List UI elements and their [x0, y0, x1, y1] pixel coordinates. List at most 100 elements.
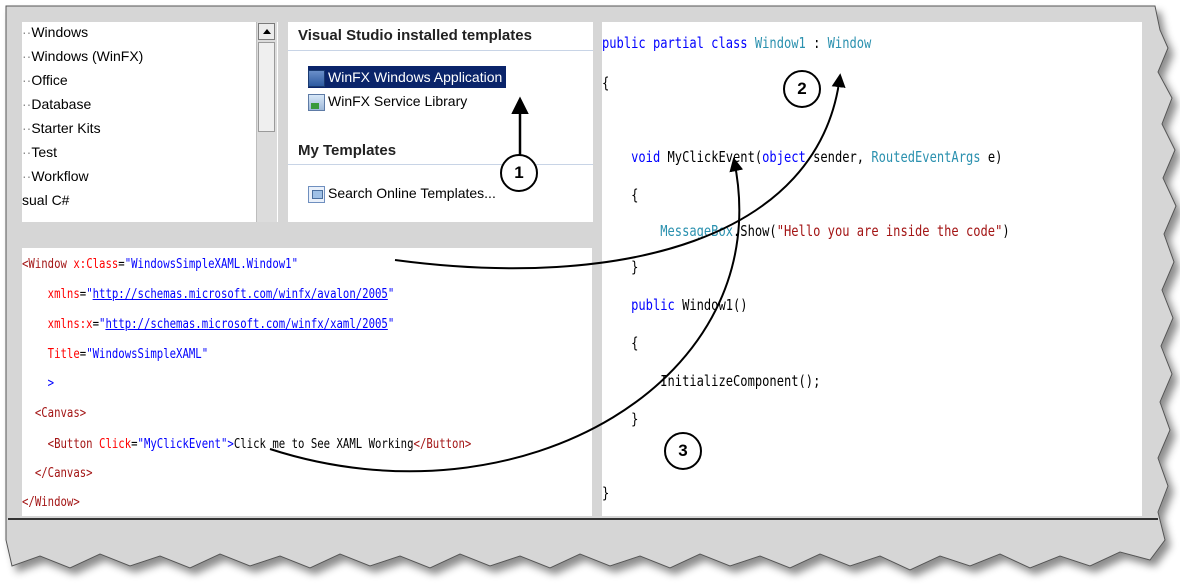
tree-connector: ··	[22, 48, 32, 64]
template-label: WinFX Service Library	[328, 93, 468, 109]
tree-item-label: Starter Kits	[31, 120, 101, 136]
code-token: =	[131, 437, 138, 452]
xaml-code-panel: <Window x:Class="WindowsSimpleXAML.Windo…	[22, 248, 592, 516]
tree-item-workflow[interactable]: ··Workflow	[22, 168, 89, 184]
scroll-up-arrow-icon[interactable]	[258, 23, 275, 40]
code-token: <Window	[22, 257, 74, 272]
code-token: </Window>	[22, 495, 80, 510]
xaml-line: </Window>	[22, 495, 80, 510]
code-token: object	[762, 148, 806, 166]
code-token: =	[92, 317, 100, 332]
code-token: {	[602, 74, 610, 92]
code-token: </Canvas>	[34, 466, 93, 481]
template-item-winfx-windows-application[interactable]: WinFX Windows Application	[308, 66, 507, 88]
code-token: void	[631, 148, 668, 166]
code-token: http://schemas.microsoft.com/winfx/xaml/…	[105, 317, 388, 332]
code-token: =	[79, 347, 87, 362]
my-templates-header: My Templates	[298, 142, 397, 159]
code-token: MessageBox	[660, 222, 734, 240]
code-token: <Button	[47, 437, 100, 452]
csharp-line: {	[602, 334, 638, 352]
search-online-label: Search Online Templates...	[328, 185, 496, 201]
code-token: x:Class	[73, 257, 119, 272]
xaml-line: <Button Click="MyClickEvent">Click me to…	[22, 437, 472, 452]
tree-item-starter-kits[interactable]: ··Starter Kits	[22, 120, 101, 136]
xaml-line: <Window x:Class="WindowsSimpleXAML.Windo…	[22, 257, 298, 272]
tree-item-label: sual C#	[22, 192, 70, 208]
csharp-line: public Window1()	[602, 296, 748, 314]
code-token: <Canvas>	[34, 406, 87, 421]
callout-3: 3	[664, 432, 702, 470]
header-divider	[288, 50, 593, 51]
code-token: =	[118, 257, 125, 272]
code-token: Click me to See XAML Working	[233, 437, 414, 452]
project-types-tree: ··Windows ··Windows (WinFX) ··Office ··D…	[22, 22, 278, 222]
tree-item-visual-csharp[interactable]: sual C#	[22, 192, 69, 208]
tree-connector: ··	[22, 24, 32, 40]
templates-panel: Visual Studio installed templates WinFX …	[288, 22, 593, 222]
tree-item-label: Test	[31, 144, 58, 160]
tree-connector: ··	[22, 120, 32, 136]
code-token: public partial class	[602, 34, 755, 52]
installed-templates-header: Visual Studio installed templates	[298, 27, 532, 44]
code-token: "	[387, 317, 395, 332]
code-token: :	[805, 34, 828, 52]
code-token: {	[602, 334, 639, 352]
tree-item-label: Database	[31, 96, 92, 112]
code-token: xmlns:x	[47, 317, 93, 332]
code-token: Window1()	[682, 296, 748, 314]
xaml-line: xmlns:x="http://schemas.microsoft.com/wi…	[22, 317, 395, 332]
tree-connector: ··	[22, 96, 32, 112]
code-token: "	[387, 287, 395, 302]
tree-item-label: Office	[31, 72, 68, 88]
code-token: }	[602, 258, 639, 276]
tree-scrollbar[interactable]	[256, 22, 277, 222]
tree-connector: ··	[22, 144, 32, 160]
code-token: "	[99, 317, 106, 332]
service-library-icon	[308, 93, 325, 111]
template-item-winfx-service-library[interactable]: WinFX Service Library	[308, 90, 467, 112]
csharp-line: }	[602, 258, 638, 276]
code-token: "Hello you are inside the code"	[776, 222, 1003, 240]
code-token: >	[227, 437, 234, 452]
csharp-line: }	[602, 484, 609, 502]
tree-item-database[interactable]: ··Database	[22, 96, 91, 112]
code-token: )	[1002, 222, 1010, 240]
search-online-templates[interactable]: Search Online Templates...	[308, 182, 496, 204]
code-token: =	[79, 287, 87, 302]
code-token: {	[602, 186, 639, 204]
code-token: sender,	[805, 148, 872, 166]
csharp-line: }	[602, 410, 638, 428]
code-token: .Show(	[733, 222, 777, 240]
code-token: "WindowsSimpleXAML.Window1"	[124, 257, 298, 272]
code-token: InitializeComponent();	[602, 372, 821, 390]
csharp-line: InitializeComponent();	[602, 372, 820, 390]
code-token: Title	[47, 347, 80, 362]
code-token: >	[47, 376, 55, 391]
code-token: e)	[980, 148, 1003, 166]
code-token: RoutedEventArgs	[871, 148, 981, 166]
tree-item-test[interactable]: ··Test	[22, 144, 57, 160]
callout-1: 1	[500, 154, 538, 192]
code-token: }	[602, 484, 610, 502]
tree-item-office[interactable]: ··Office	[22, 72, 68, 88]
code-token: xmlns	[47, 287, 80, 302]
code-token: Window	[827, 34, 872, 52]
code-token: </Button>	[413, 437, 472, 452]
tree-connector: ··	[22, 168, 32, 184]
csharp-line: {	[602, 186, 638, 204]
tree-item-label: Workflow	[31, 168, 89, 184]
scroll-thumb[interactable]	[258, 42, 275, 132]
code-token: public	[631, 296, 683, 314]
xaml-line: </Canvas>	[22, 466, 93, 481]
tree-item-label: Windows (WinFX)	[31, 48, 144, 64]
xaml-line: xmlns="http://schemas.microsoft.com/winf…	[22, 287, 395, 302]
code-token: "	[86, 287, 93, 302]
header-divider	[288, 164, 593, 165]
csharp-line: {	[602, 74, 609, 92]
code-token: }	[602, 410, 639, 428]
tree-item-windows[interactable]: ··Windows	[22, 24, 88, 40]
tree-item-windows-winfx[interactable]: ··Windows (WinFX)	[22, 48, 143, 64]
callout-2: 2	[783, 70, 821, 108]
